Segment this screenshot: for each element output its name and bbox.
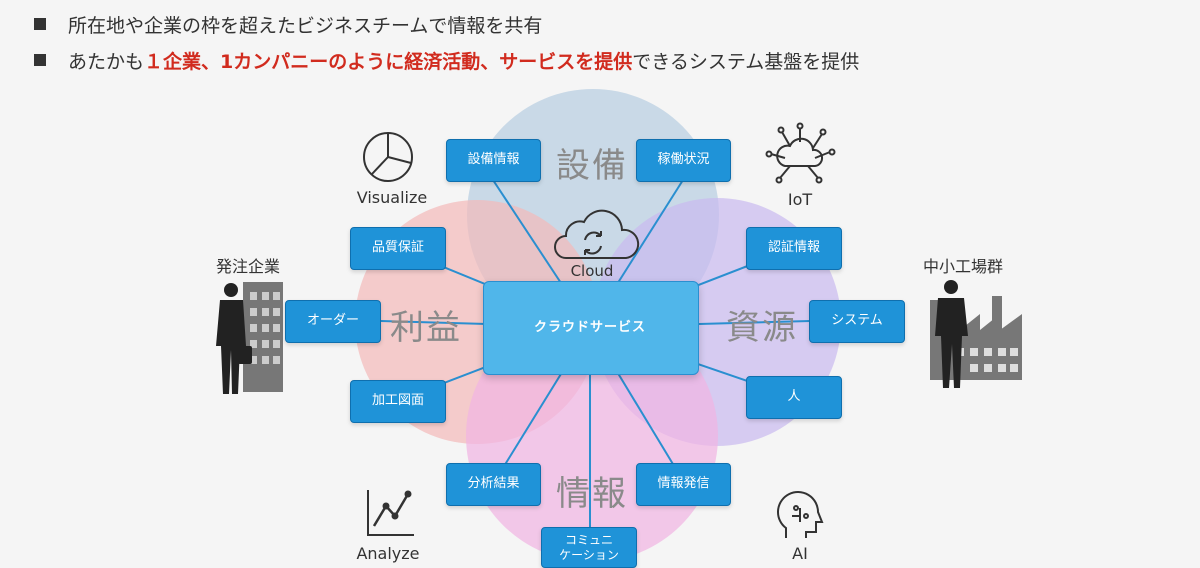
cloud-service-label: クラウドサービス [533,320,646,335]
cloud-label: Cloud [570,262,614,280]
circle-label-information: 情報 [556,474,628,514]
box-analysis-result[interactable]: 分析結果 [446,463,541,506]
box-order[interactable]: オーダー [285,300,381,343]
cloud-service-box[interactable] [483,281,699,375]
box-communication-line1: コミュニ [564,532,613,547]
box-system[interactable]: システム [809,300,905,343]
ai-head-icon [777,491,824,538]
box-operation-status[interactable]: 稼働状況 [636,139,731,182]
label-ai: AI [792,544,808,563]
circle-label-equipment: 設備 [556,146,628,186]
bullet-text-2-post: できるシステム基盤を提供 [632,50,860,73]
bullet-square-icon [34,18,46,30]
box-equipment-info[interactable]: 設備情報 [446,139,541,182]
box-machining-drawing[interactable]: 加工図面 [350,380,446,423]
pie-chart-icon [363,132,413,182]
bullet-square-icon [34,54,46,66]
label-orderer: 発注企業 [215,257,280,276]
label-factories: 中小工場群 [922,257,1003,276]
label-analyze: Analyze [356,544,420,563]
bullet-text-2-pre: あたかも [68,50,145,73]
line-chart-icon [367,490,414,536]
box-quality-assurance[interactable]: 品質保証 [350,227,446,270]
orderer-businessman-icon [216,282,283,394]
label-iot: IoT [787,190,813,209]
box-info-dispatch[interactable]: 情報発信 [636,463,731,506]
label-visualize: Visualize [356,188,428,207]
cloud-icon [554,209,640,259]
circle-label-resource: 資源 [726,308,798,348]
box-communication-line2: ケーション [559,547,619,562]
box-people[interactable]: 人 [746,376,842,419]
box-communication[interactable]: コミュニ ケーション [541,527,637,568]
bullet-text-2-highlight: １企業、1カンパニーのように経済活動、サービスを提供 [144,50,633,73]
iot-icon [765,122,836,184]
factory-worker-icon [930,280,1022,388]
circle-label-profit: 利益 [390,308,462,348]
box-auth-info[interactable]: 認証情報 [746,227,842,270]
bullet-text-1: 所在地や企業の枠を超えたビジネスチームで情報を共有 [68,14,543,37]
bullet-item-1: 所在地や企業の枠を超えたビジネスチームで情報を共有 [34,6,1184,42]
